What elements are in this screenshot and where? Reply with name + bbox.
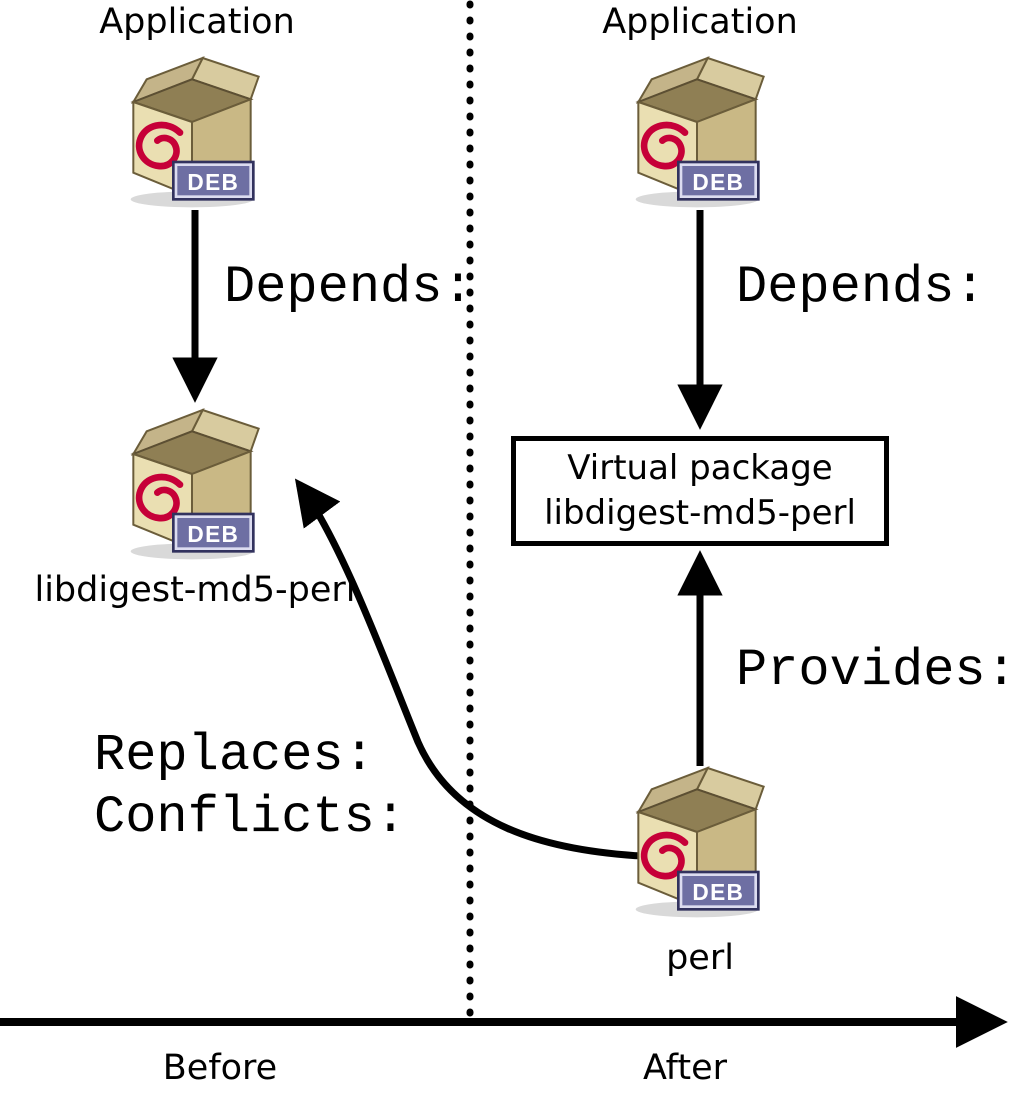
provides-label: Provides:: [736, 641, 1017, 700]
before-depends-label: Depends:: [224, 258, 474, 317]
libdigest-md5-perl-package-icon: [112, 402, 272, 562]
before-application-package-icon: [112, 50, 272, 210]
after-application-label: Application: [602, 2, 798, 42]
perl-label: perl: [666, 938, 734, 978]
virtual-package-box: Virtual package libdigest-md5-perl: [511, 436, 889, 546]
replaces-conflicts-arrow: [294, 478, 641, 860]
virtual-package-line1: Virtual package: [567, 448, 833, 488]
timeline-after-label: After: [642, 1048, 728, 1088]
perl-package-icon: [617, 760, 777, 920]
replaces-label: Replaces:: [94, 726, 375, 785]
before-application-label: Application: [99, 2, 295, 42]
conflicts-label: Conflicts:: [94, 788, 407, 847]
after-depends-label: Depends:: [736, 258, 986, 317]
libdigest-md5-perl-label: libdigest-md5-perl: [34, 570, 356, 610]
timeline-before-label: Before: [162, 1048, 278, 1088]
virtual-package-line2: libdigest-md5-perl: [544, 493, 856, 533]
after-application-package-icon: [617, 50, 777, 210]
